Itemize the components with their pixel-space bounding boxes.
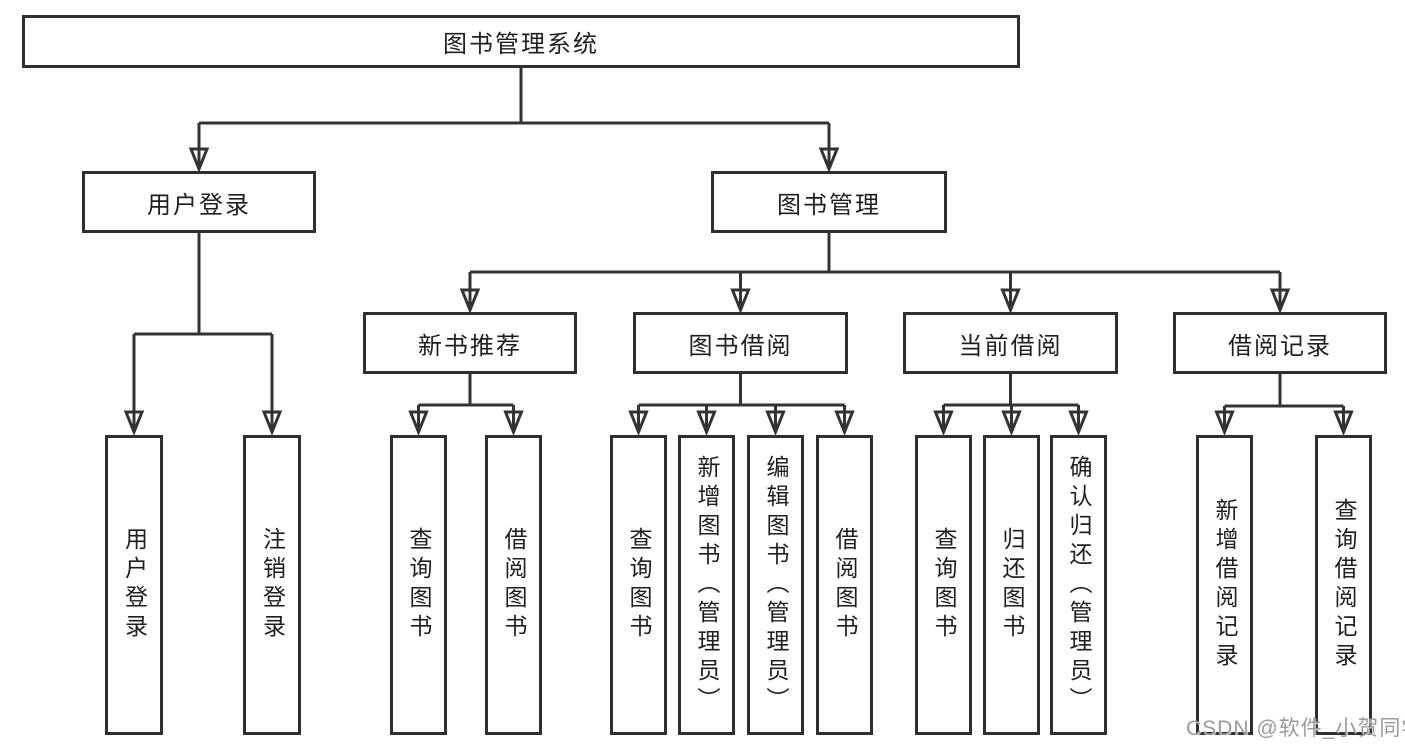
node-current-borrow: 当前借阅 [903,312,1118,374]
node-query-books-current: 查询图书 [915,435,972,735]
node-label: 查询图书 [626,527,652,643]
node-label: 归还图书 [999,527,1025,643]
node-query-books-recommend: 查询图书 [390,435,447,735]
node-logout: 注销登录 [243,435,301,735]
node-return-books: 归还图书 [983,435,1040,735]
node-book-management: 图书管理 [711,171,947,233]
node-label: 新增图书（管理员） [694,454,720,716]
node-borrow-records: 借阅记录 [1173,312,1387,374]
node-add-book-admin: 新增图书（管理员） [678,435,735,735]
node-user-login: 用户登录 [82,171,316,233]
node-library-system: 图书管理系统 [22,15,1020,68]
node-label: 当前借阅 [958,332,1063,360]
node-label: 新增借阅记录 [1212,498,1238,672]
node-borrow-books-recommend: 借阅图书 [485,435,542,735]
node-confirm-return-admin: 确认归还（管理员） [1050,435,1107,735]
node-label: 图书管理 [777,191,881,219]
node-new-book-recommend: 新书推荐 [363,312,577,374]
node-label: 查询图书 [931,527,957,643]
node-borrow-books-leaf: 借阅图书 [816,435,873,735]
node-label: 图书借阅 [688,332,793,360]
node-label: 确认归还（管理员） [1066,454,1092,716]
node-label: 新书推荐 [418,332,522,360]
node-label: 借阅记录 [1228,332,1332,360]
node-add-borrow-record: 新增借阅记录 [1196,435,1253,735]
node-label: 用户登录 [121,527,148,643]
node-label: 借阅图书 [832,527,858,643]
watermark: CSDN @软件_小贺同学 [1186,717,1405,740]
node-label: 查询借阅记录 [1331,498,1357,672]
node-label: 用户登录 [147,191,251,219]
node-label: 图书管理系统 [443,31,599,58]
node-user-login-leaf: 用户登录 [105,435,163,735]
node-book-borrow: 图书借阅 [633,312,848,374]
node-label: 借阅图书 [501,527,527,643]
node-label: 编辑图书（管理员） [763,454,789,716]
node-label: 注销登录 [259,527,286,643]
node-query-borrow-record: 查询借阅记录 [1315,435,1372,735]
node-label: 查询图书 [406,527,432,643]
node-edit-book-admin: 编辑图书（管理员） [747,435,804,735]
node-query-books-borrow: 查询图书 [610,435,667,735]
